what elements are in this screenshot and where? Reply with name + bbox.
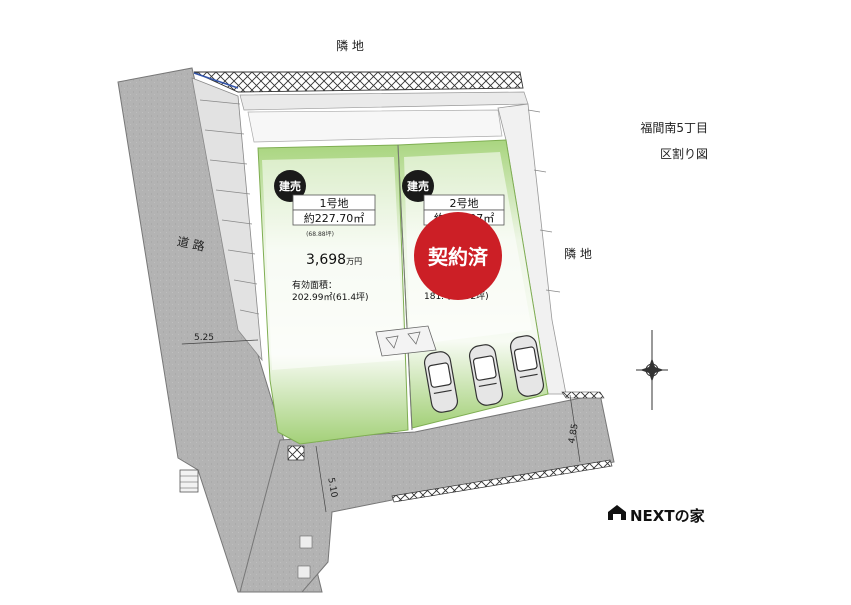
top-boundary-wall — [193, 71, 524, 93]
lot-2-badge-text: 建売 — [407, 179, 429, 193]
lot-1-area-value: 約227.70㎡ — [304, 211, 365, 225]
lot-1-effective-label: 有効面積： — [292, 279, 337, 291]
lot-1-price: 3,698万円 — [306, 252, 362, 268]
brand-logo: NEXTの家 — [608, 505, 705, 525]
lot-1-tsubo: (68.88坪) — [306, 230, 334, 238]
dimension-left-road: 5.25 — [194, 333, 214, 343]
lot-1-effective-value: 202.99㎡(61.4坪) — [292, 292, 369, 303]
road-label: 道 路 — [176, 233, 206, 253]
drain-grate — [287, 445, 305, 461]
curb-left — [191, 77, 263, 362]
dimension-bottom-road: 5.10 — [325, 477, 338, 499]
lot-2-badge — [402, 170, 434, 202]
lot-1-name: 1号地 — [320, 197, 349, 210]
parking-cars — [423, 335, 545, 413]
area-name: 福間南5丁目 — [640, 120, 708, 135]
neighbor-top-label: 隣 地 — [336, 38, 364, 53]
lot-divider — [397, 144, 413, 431]
lot-1-price-number: 3,698 — [306, 252, 346, 268]
house-icon — [608, 505, 626, 520]
lot-2-name: 2号地 — [450, 197, 479, 210]
top-inner-band — [239, 91, 529, 111]
north-compass-icon — [636, 330, 668, 410]
contracted-stamp — [414, 212, 502, 300]
lot-1-badge — [274, 170, 306, 202]
lot-1-badge-text: 建売 — [279, 179, 301, 193]
contracted-stamp-text: 契約済 — [427, 245, 489, 269]
lot-1-price-unit: 万円 — [346, 257, 362, 266]
dimension-right-road: 4.85 — [567, 423, 580, 444]
neighbor-right-label: 隣 地 — [564, 246, 592, 261]
area-subtitle: 区割り図 — [660, 146, 708, 161]
step-block — [179, 469, 199, 493]
brand-name: NEXTの家 — [630, 507, 705, 525]
meter-structure — [375, 325, 437, 357]
lot-1-area-box — [292, 209, 376, 226]
curb-lines — [199, 99, 260, 315]
